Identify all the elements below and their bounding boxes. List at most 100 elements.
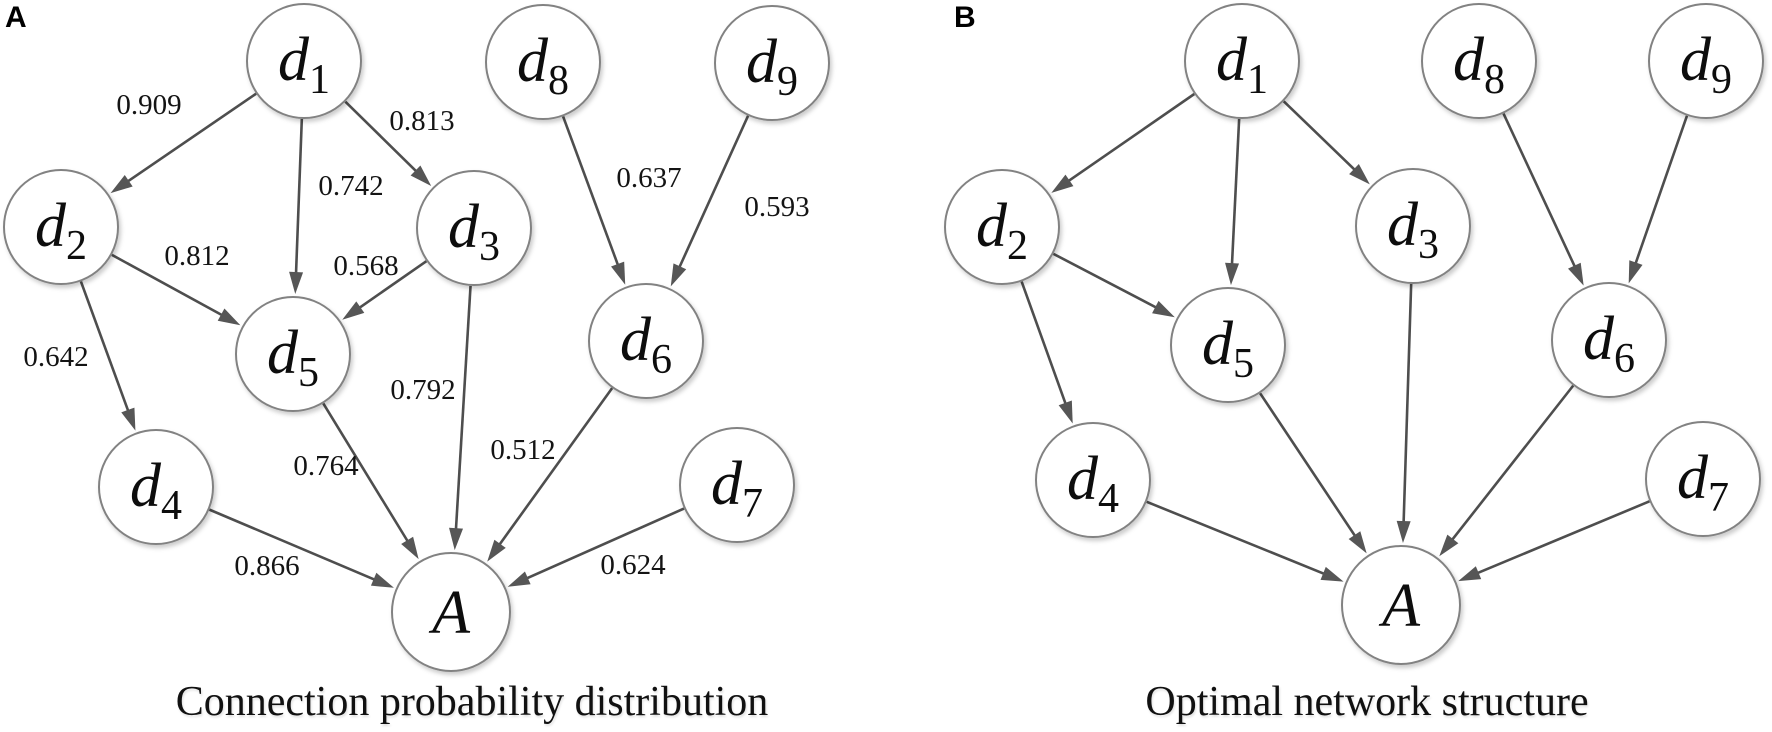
edge-probability-label-d2-d4: 0.642 (23, 341, 88, 373)
panel-B-node-d2: d2 (944, 169, 1060, 285)
arrowhead-icon (449, 527, 464, 551)
edge-line (1259, 392, 1359, 540)
panel-A-node-d8: d8 (485, 4, 601, 120)
edge-line (123, 92, 257, 185)
panel-A-node-d1: d1 (246, 3, 362, 119)
panel-B-node-d5: d5 (1170, 287, 1286, 403)
arrowhead-icon (1058, 400, 1073, 424)
panel-B-edge-d2-d4 (1020, 281, 1073, 424)
panel-A-edge-d4-A: 0.866 (208, 508, 394, 588)
panel-A-edge-d7-A: 0.624 (507, 507, 685, 587)
panel-A-edge-d2-d5: 0.812 (111, 240, 241, 326)
node-circle (98, 429, 214, 545)
node-circle (1035, 422, 1151, 538)
node-circle (1551, 282, 1667, 398)
node-circle (3, 169, 119, 285)
panel-A-edge-d1-d2: 0.909 (110, 89, 257, 194)
arrowhead-icon (1396, 520, 1411, 544)
panel-A-edge-d6-A: 0.512 (487, 387, 614, 562)
panel-B-node-d8: d8 (1421, 3, 1537, 119)
arrowhead-icon (1439, 534, 1459, 557)
panel-A-edge-d1-d3: 0.813 (344, 100, 455, 186)
panel-B-node-d3: d3 (1355, 168, 1471, 284)
edge-probability-label-d2-d5: 0.812 (164, 240, 229, 272)
edge-line (1448, 384, 1575, 544)
edge-probability-label-d9-d6: 0.593 (744, 191, 809, 223)
node-circle (485, 4, 601, 120)
panel-B-node-d1: d1 (1184, 3, 1300, 119)
panel-A-edge-d5-A: 0.764 (293, 402, 419, 560)
edge-line (454, 285, 472, 534)
edge-probability-label-d3-A: 0.792 (390, 374, 455, 406)
panel-B-edge-d2-d5 (1052, 252, 1175, 318)
edge-probability-label-d3-d5: 0.568 (333, 250, 398, 282)
node-circle (1421, 3, 1537, 119)
arrowhead-icon (1152, 300, 1175, 318)
arrowhead-icon (1568, 262, 1584, 286)
edge-line (1064, 92, 1196, 185)
arrowhead-icon (401, 536, 419, 560)
edge-line (676, 115, 750, 272)
edge-probability-label-d1-d5: 0.742 (318, 170, 383, 202)
panel-A-edge-d3-d5: 0.568 (333, 250, 428, 320)
panel-A-edge-d3-A: 0.792 (390, 285, 472, 551)
node-circle (1184, 3, 1300, 119)
edge-line (208, 508, 379, 583)
caption-optimal-network-structure: Optimal network structure (1145, 679, 1589, 725)
arrowhead-icon (1348, 531, 1367, 554)
arrowhead-icon (1349, 164, 1370, 185)
edge-line (1020, 281, 1069, 408)
panel-B-node-d6: d6 (1551, 282, 1667, 398)
panel-B-edge-d6-A (1439, 384, 1575, 557)
edge-line (355, 260, 428, 312)
node-label: d4 (130, 452, 182, 529)
panel-B-edge-d5-A (1259, 392, 1367, 554)
arrowhead-icon (1051, 174, 1074, 193)
node-label: A (428, 579, 471, 647)
arrowhead-icon (507, 571, 531, 587)
arrowhead-icon (487, 539, 506, 562)
panel-B-edge-d1-d3 (1282, 100, 1370, 185)
edge-line (294, 118, 304, 278)
node-label: A (1378, 572, 1421, 640)
edge-probability-label-d1-d2: 0.909 (116, 89, 181, 121)
node-label: d5 (1202, 310, 1254, 387)
node-label: d9 (1680, 26, 1732, 103)
panel-A-node-A: A (391, 552, 511, 672)
panel-B-edge-d9-d6 (1628, 115, 1689, 284)
edge-probability-label-d4-A: 0.866 (234, 550, 299, 582)
arrowhead-icon (611, 261, 626, 285)
arrowhead-icon (1225, 262, 1240, 286)
panel-B-edge-d1-d5 (1225, 118, 1241, 286)
edge-line (496, 387, 614, 549)
panel-A-edge-d1-d5: 0.742 (289, 118, 384, 295)
edge-line (522, 507, 685, 582)
edge-probability-label-d8-d6: 0.637 (616, 162, 681, 194)
node-circle (944, 169, 1060, 285)
panel-B-node-d4: d4 (1035, 422, 1151, 538)
panel-B-edge-d4-A (1146, 500, 1344, 582)
arrowhead-icon (342, 301, 365, 320)
arrowhead-icon (289, 271, 304, 295)
node-circle (1355, 168, 1471, 284)
arrowhead-icon (217, 308, 241, 326)
panel-A-node-d7: d7 (679, 427, 795, 543)
panel-B-node-A: A (1341, 545, 1461, 665)
node-circle (1645, 421, 1761, 537)
panel-B-edge-d7-A (1458, 500, 1650, 582)
arrowhead-icon (370, 572, 394, 588)
node-circle (246, 3, 362, 119)
node-circle (416, 170, 532, 286)
edge-line (344, 100, 420, 175)
panel-label-b: B (954, 1, 976, 34)
panel-B-node-d9: d9 (1648, 3, 1764, 119)
edge-probability-label-d7-A: 0.624 (600, 549, 666, 581)
panel-B-edge-d3-A (1396, 283, 1413, 544)
edge-line (1502, 113, 1578, 271)
arrowhead-icon (1320, 566, 1344, 582)
node-circle (391, 552, 511, 672)
panel-A-node-d2: d2 (3, 169, 119, 285)
arrowhead-icon (410, 165, 432, 186)
